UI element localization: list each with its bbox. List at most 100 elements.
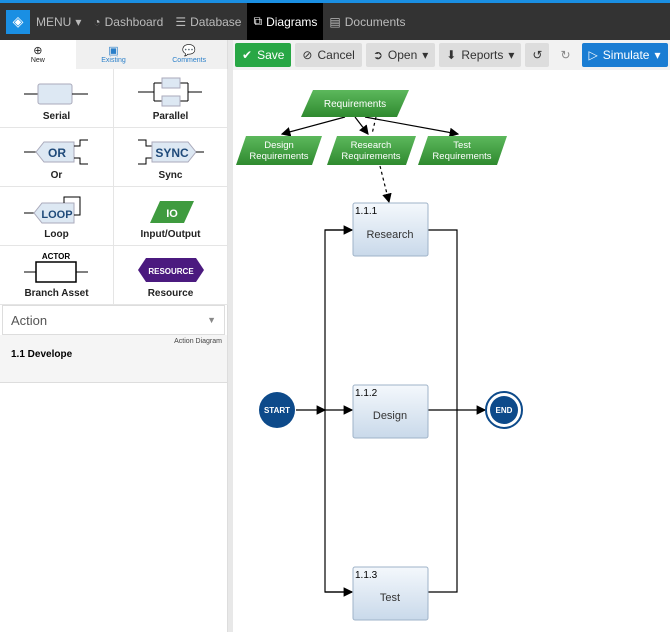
svg-text:Test: Test [453, 140, 471, 151]
resource-icon: RESOURCE [137, 258, 204, 282]
parallel-icon [137, 77, 202, 107]
svg-text:1.1.2: 1.1.2 [355, 388, 378, 399]
svg-text:Requirements: Requirements [324, 99, 386, 110]
sync-icon: SYNC [137, 139, 204, 165]
palette-resource[interactable]: RESOURCE Resource [114, 246, 228, 305]
svg-text:Design: Design [264, 140, 294, 151]
palette-serial[interactable]: Serial [0, 69, 114, 128]
diagram-icon: ⧉ [253, 14, 263, 28]
save-button[interactable]: ✔ Save [235, 43, 292, 67]
svg-text:Requirements: Requirements [432, 151, 491, 162]
serial-icon [23, 83, 88, 105]
comments-icon: 💬 [182, 44, 197, 57]
tab-label: Existing [101, 56, 126, 64]
nav-diagrams[interactable]: ⧉Diagrams [247, 3, 324, 40]
palette-loop[interactable]: LOOP Loop [0, 187, 114, 246]
plus-circle-icon: ⊕ [33, 44, 43, 57]
svg-text:1.1.3: 1.1.3 [355, 570, 378, 581]
gauge-icon: ◔ [93, 14, 101, 29]
palette-label: Resource [147, 288, 194, 299]
toolbar: ✔ Save ⊘Cancel ➲ Open ▾ ⬇ Reports ▾ ↺ ↻ ▷ Simu… [233, 40, 670, 70]
ban-icon: ⊘ [302, 48, 313, 62]
connector [354, 116, 369, 135]
nav-label: Diagrams [266, 14, 318, 29]
palette-label: Parallel [152, 111, 189, 122]
palette-or[interactable]: OR Or [0, 128, 114, 187]
svg-text:END: END [496, 406, 513, 415]
button-label: Reports [461, 48, 504, 62]
tab-existing[interactable]: ▣Existing [76, 40, 152, 69]
connector [379, 165, 392, 204]
end-node[interactable]: END [485, 391, 523, 429]
button-label: Simulate [602, 48, 650, 62]
palette-sync[interactable]: SYNC Sync [114, 128, 228, 187]
menu-button[interactable]: MENU▾ [30, 3, 87, 40]
or-icon: OR [23, 139, 88, 165]
undo-icon: ↺ [532, 48, 543, 62]
arrow-circle-icon: ➲ [372, 48, 383, 62]
palette-label: Sync [158, 170, 183, 181]
tab-label: New [30, 56, 45, 64]
tab-label: Comments [172, 56, 207, 64]
select-value: Action [11, 312, 48, 328]
nav-label: Database [190, 14, 242, 29]
cancel-button[interactable]: ⊘Cancel [295, 43, 362, 67]
open-button[interactable]: ➲ Open ▾ [365, 43, 436, 67]
tab-comments[interactable]: 💬Comments [151, 40, 227, 69]
caret-icon: ▾ [75, 14, 82, 29]
undo-button[interactable]: ↺ [525, 43, 550, 67]
svg-text:Research: Research [351, 140, 392, 151]
io-icon: IO [149, 201, 194, 223]
check-icon: ✔ [242, 48, 253, 62]
start-node[interactable]: START [259, 392, 295, 428]
diagram-type-select[interactable]: Action ▼ [2, 305, 225, 335]
svg-text:IO: IO [166, 208, 178, 220]
button-label: Open [387, 48, 418, 62]
reports-button[interactable]: ⬇ Reports ▾ [439, 43, 522, 67]
svg-text:Requirements: Requirements [249, 151, 308, 162]
palette-label: Input/Output [140, 229, 201, 240]
tree-item[interactable]: 1.1 Develope [0, 345, 227, 383]
tab-new[interactable]: ⊕New [0, 40, 76, 69]
panel-resize-handle[interactable] [228, 40, 233, 632]
button-label: Save [257, 48, 285, 62]
svg-text:Research: Research [366, 229, 413, 241]
nav-label: Dashboard [104, 14, 164, 29]
palette-label: Loop [44, 229, 69, 240]
svg-text:1.1.1: 1.1.1 [355, 206, 378, 217]
nav-database[interactable]: ☰Database [169, 3, 247, 40]
svg-text:Test: Test [380, 592, 400, 604]
nav-documents[interactable]: ▤Documents [323, 3, 411, 40]
caret-icon: ▾ [422, 48, 429, 62]
io-requirements[interactable]: Requirements [301, 90, 409, 117]
diagram-type-label: Action Diagram [0, 335, 227, 345]
loop-icon: LOOP [23, 196, 80, 224]
redo-button[interactable]: ↻ [553, 43, 577, 67]
caret-down-icon: ▼ [207, 315, 216, 325]
document-icon: ▤ [329, 14, 341, 29]
palette-input-output[interactable]: IO Input/Output [114, 187, 228, 246]
caret-icon: ▾ [508, 48, 515, 62]
svg-text:ACTOR: ACTOR [41, 252, 70, 261]
simulate-button[interactable]: ▷Simulate▾ [581, 43, 668, 67]
play-icon: ▷ [588, 48, 598, 62]
redo-icon: ↻ [560, 48, 571, 62]
palette-parallel[interactable]: Parallel [114, 69, 228, 128]
app-logo-icon[interactable]: ◈ [6, 9, 30, 34]
svg-text:LOOP: LOOP [41, 209, 72, 221]
nav-dashboard[interactable]: ◔Dashboard [87, 3, 169, 40]
nav-label: Documents [344, 14, 406, 29]
actor-icon: ACTOR [23, 252, 88, 283]
connector [324, 229, 352, 593]
palette-label: Or [50, 170, 63, 181]
download-icon: ⬇ [446, 48, 457, 62]
connector [364, 116, 460, 138]
